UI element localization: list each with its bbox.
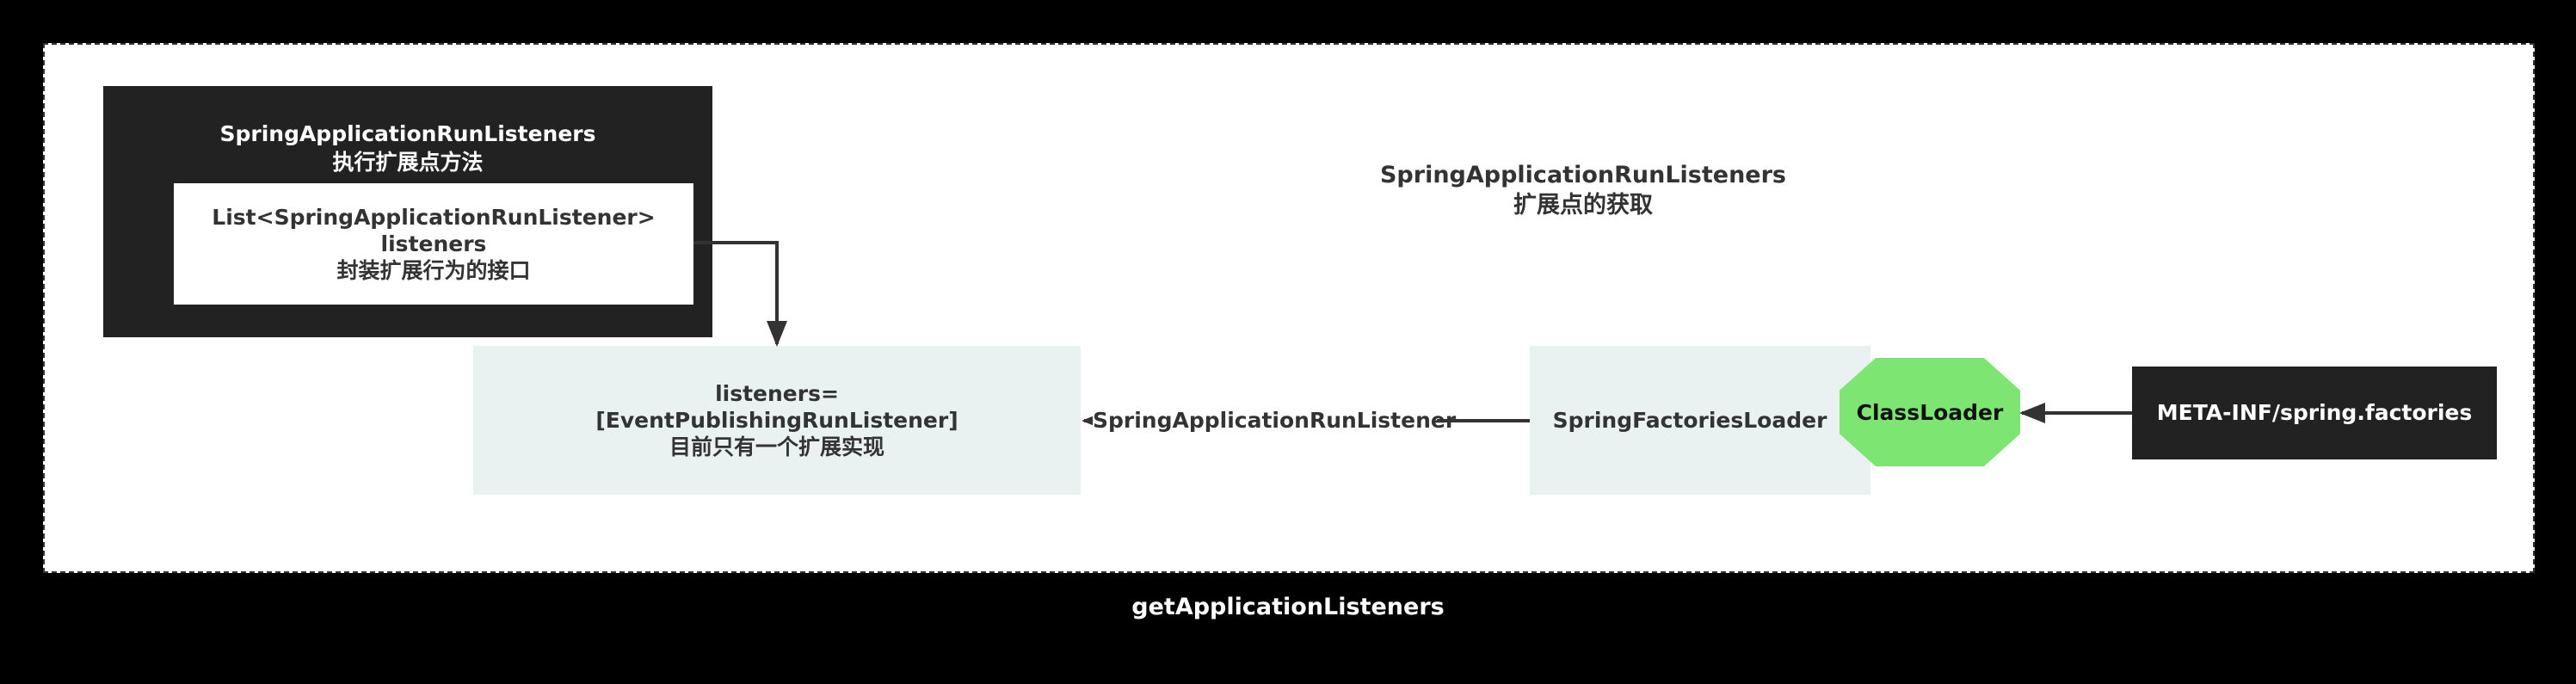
spring-factories-loader-node[interactable]: SpringFactoriesLoader (1530, 346, 1870, 495)
classloader-node[interactable]: ClassLoader (1840, 358, 2020, 466)
spring-factories-file-node[interactable]: META-INF/spring.factories (2132, 367, 2497, 459)
listeners-node-line1: listeners= (715, 380, 839, 406)
diagram-caption: getApplicationListeners (1131, 594, 1445, 620)
spring-factories-file-label: META-INF/spring.factories (2156, 400, 2473, 426)
listener-list-line2: listeners (380, 231, 487, 256)
extension-point-heading: SpringApplicationRunListeners 扩展点的获取 (1325, 160, 1841, 220)
extension-point-heading-line1: SpringApplicationRunListeners (1379, 162, 1786, 188)
extension-point-heading-line2: 扩展点的获取 (1513, 192, 1653, 219)
run-listeners-panel-title-line1: SpringApplicationRunListeners (219, 121, 596, 146)
listeners-node[interactable]: listeners= [EventPublishingRunListener] … (473, 346, 1081, 495)
classloader-label: ClassLoader (1856, 399, 2004, 425)
listener-list-line3: 封装扩展行为的接口 (336, 258, 531, 284)
listener-list-node[interactable]: List<SpringApplicationRunListener> liste… (174, 183, 693, 305)
listeners-node-line2: [EventPublishingRunListener] (595, 407, 958, 433)
listeners-node-line3: 目前只有一个扩展实现 (669, 434, 884, 460)
listener-list-line1: List<SpringApplicationRunListener> (212, 204, 656, 230)
run-listeners-panel-title: SpringApplicationRunListeners 执行扩展点方法 (103, 120, 712, 176)
spring-factories-loader-label: SpringFactoriesLoader (1552, 407, 1827, 433)
run-listeners-panel-title-line2: 执行扩展点方法 (332, 149, 484, 175)
edge-label-run-listener: SpringApplicationRunListener (1093, 408, 1457, 433)
